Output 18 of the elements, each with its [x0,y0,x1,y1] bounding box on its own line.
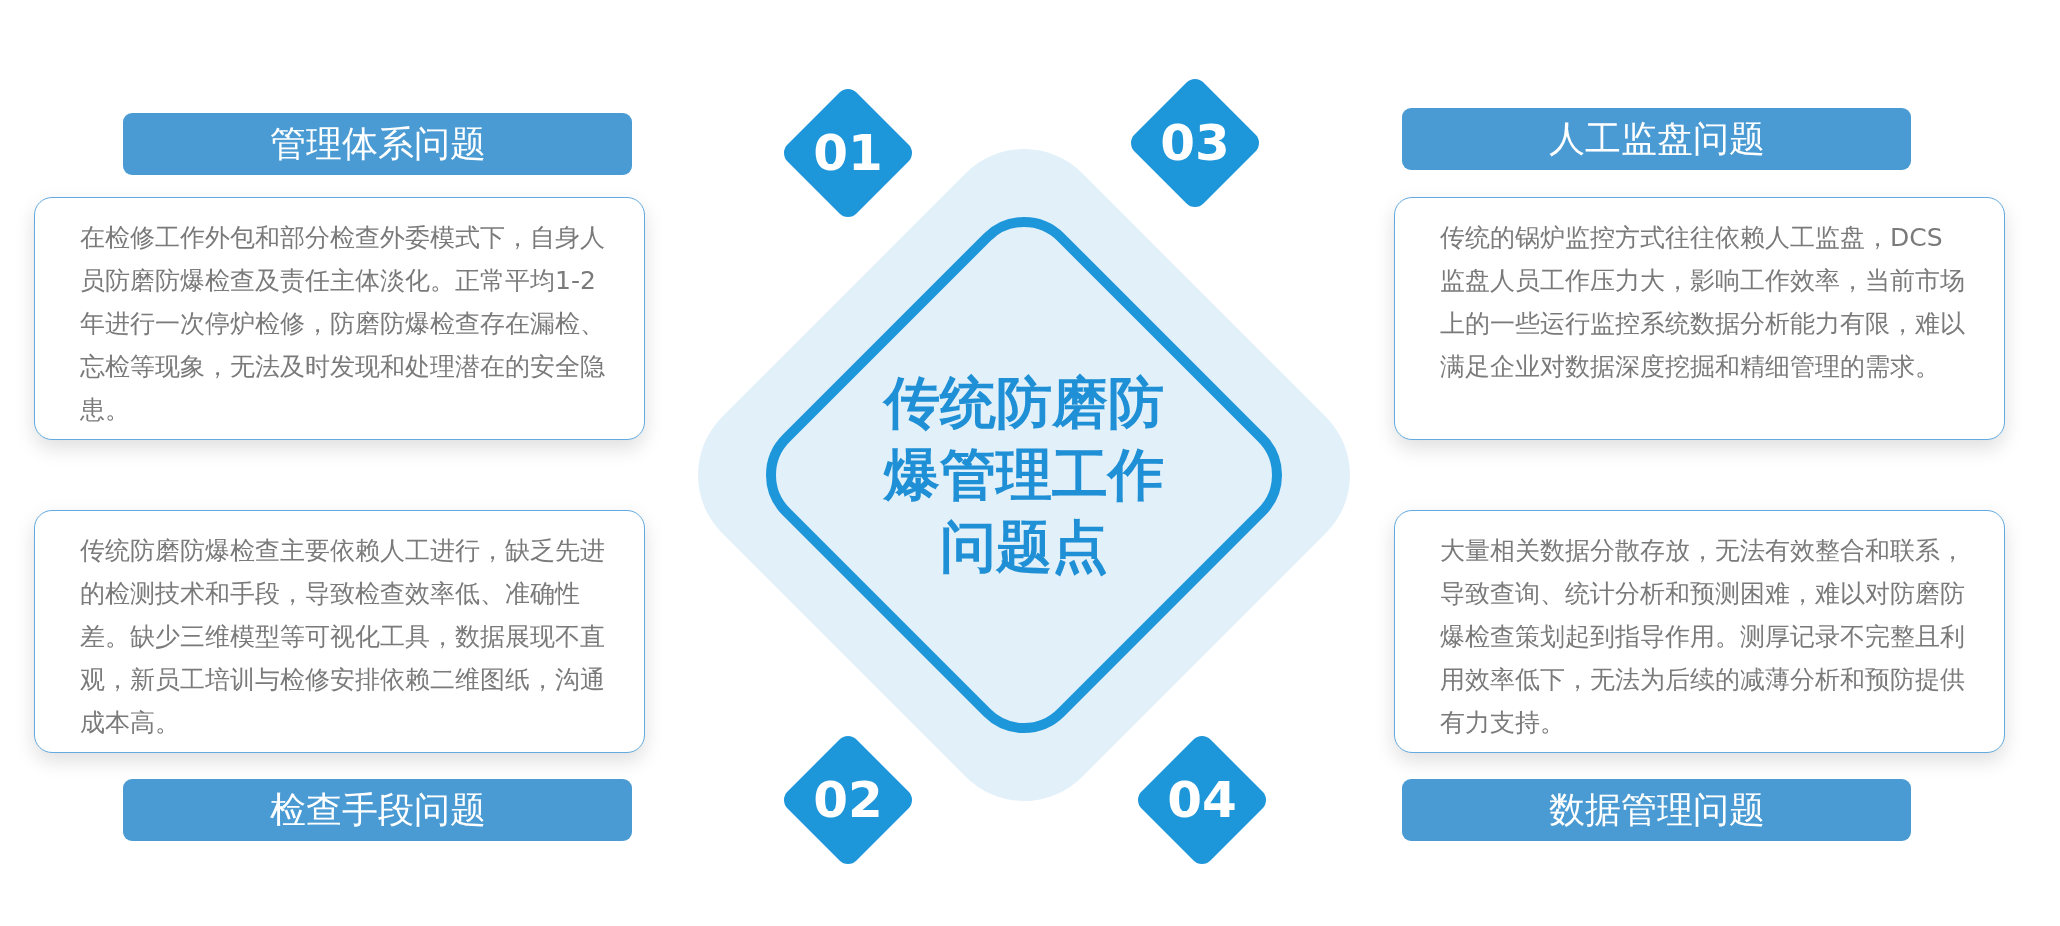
description-text: 传统防磨防爆检查主要依赖人工进行，缺乏先进的检测技术和手段，导致检查效率低、准确性差。缺少三维模型等可视化工具，数据展现不直观，新员工培训与检修安排依赖二维图纸，沟通成本高。 [80,535,606,739]
badge-number: 01 [813,124,883,182]
description-card [1394,197,2005,440]
description-text: 传统的锅炉监控方式往往依赖人工监盘，DCS监盘人员工作压力大，影响工作效率，当前市场上的一些运行监控系统数据分析能力有限，难以满足企业对数据深度挖掘和精细管理的需求。 [1440,222,1966,383]
section-title-bar: 人工监盘问题 [1402,108,1911,170]
description-text: 在检修工作外包和部分检查外委模式下，自身人员防磨防爆检查及责任主体淡化。正常平均1-2年进行一次停炉检修，防磨防爆检查存在漏检、忘检等现象，无法及时发现和处理潜在的安全隐患。 [80,222,606,426]
description-text: 大量相关数据分散存放，无法有效整合和联系，导致查询、统计分析和预测困难，难以对防磨防爆检查策划起到指导作用。测厚记录不完整且利用效率低下，无法为后续的减薄分析和预防提供有力支持。 [1440,535,1966,739]
description-card [34,197,645,440]
section-title-bar: 检查手段问题 [123,779,632,841]
section-title-bar: 管理体系问题 [123,113,632,175]
center-diamond [766,217,1282,733]
description-card [34,510,645,753]
center-title: 传统防磨防爆管理工作问题点 [881,369,1165,581]
badge-number: 02 [813,771,883,829]
badge-number: 03 [1160,114,1230,172]
section-title-bar: 数据管理问题 [1402,779,1911,841]
description-card [1394,510,2005,753]
badge-number: 04 [1167,771,1237,829]
